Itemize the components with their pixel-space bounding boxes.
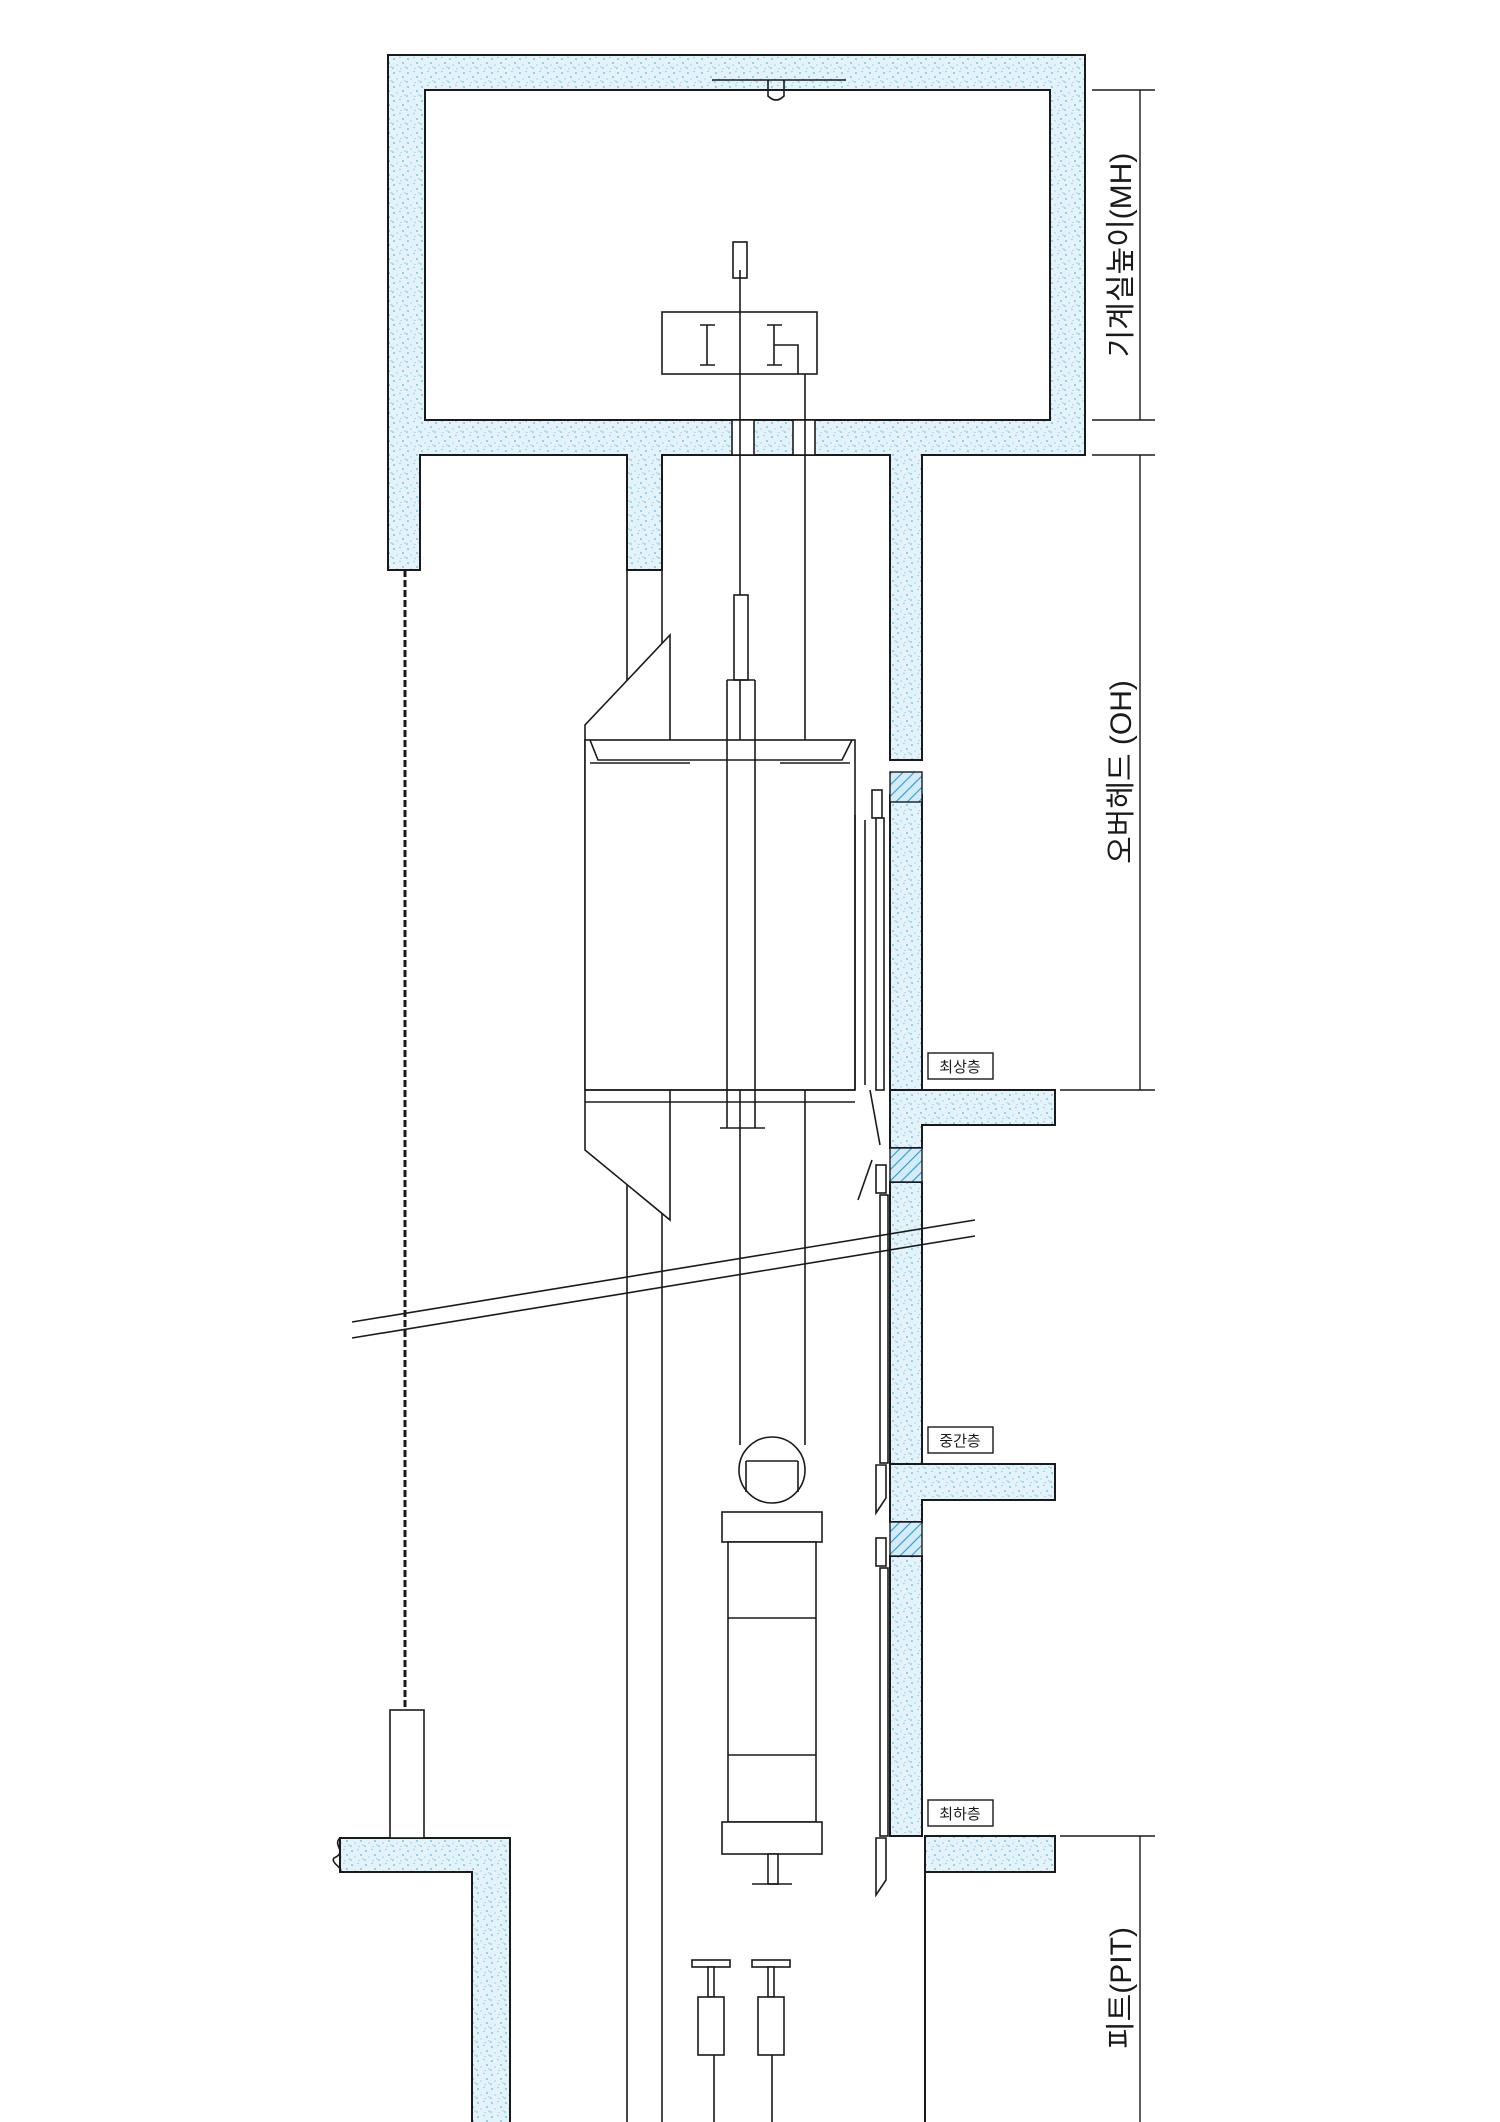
hydraulic-cylinder bbox=[721, 1511, 823, 1885]
hoistway-wall-upper bbox=[889, 794, 923, 1091]
landing-door-bottom bbox=[875, 1537, 889, 1898]
pit-left-break bbox=[332, 1837, 342, 1873]
floor-tag-middle: 중간층 bbox=[927, 1426, 994, 1454]
floor-tag-top: 최상층 bbox=[927, 1052, 994, 1080]
top-floor-label: 최상층 bbox=[939, 1058, 980, 1076]
plunger-top bbox=[733, 594, 749, 681]
overhead-label: 오버헤드 (OH) bbox=[1105, 680, 1138, 864]
hoistway-wall-lower bbox=[889, 1555, 923, 1837]
sheave bbox=[738, 1436, 806, 1504]
landing-door-top bbox=[871, 789, 885, 1091]
door-header-middle bbox=[889, 1521, 923, 1557]
landing-door-middle bbox=[875, 1164, 889, 1516]
door-header-top bbox=[889, 1147, 923, 1183]
counterweight bbox=[389, 1709, 425, 1839]
dimension-lines bbox=[1060, 89, 1155, 2122]
rope-sleeve-right bbox=[792, 419, 816, 456]
piston-rods bbox=[720, 679, 765, 1129]
top-floor-slab bbox=[889, 1089, 1056, 1149]
elevator-car bbox=[584, 632, 881, 1222]
machine-room-walls bbox=[387, 54, 1086, 761]
buffer-f2 bbox=[751, 1959, 791, 2056]
floor-tag-bottom: 최하층 bbox=[927, 1799, 994, 1827]
machine-room-height-label: 기계실높이(MH) bbox=[1105, 153, 1138, 358]
door-header-top-upper bbox=[889, 771, 923, 803]
middle-floor-label: 중간층 bbox=[939, 1432, 980, 1450]
middle-floor-slab bbox=[889, 1463, 1056, 1523]
rope-sleeve-left bbox=[731, 419, 755, 456]
hoistway-wall-middle bbox=[889, 1181, 923, 1465]
f1-leader bbox=[713, 2055, 715, 2122]
pit-label: 피트(PIT) bbox=[1105, 1927, 1138, 2049]
buffer-f1 bbox=[691, 1959, 731, 2056]
break-line bbox=[351, 1219, 976, 1339]
pit-structure bbox=[339, 1835, 1056, 2122]
hoist-hook bbox=[712, 79, 846, 101]
bottom-floor-label: 최하층 bbox=[939, 1805, 980, 1823]
f2-leader bbox=[771, 2055, 773, 2122]
